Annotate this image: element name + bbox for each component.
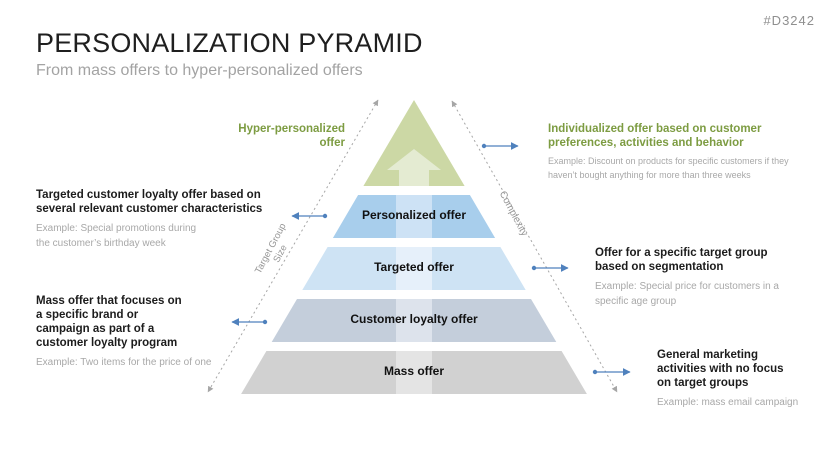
level-label-targeted: Targeted offer: [374, 260, 454, 274]
annotation-left-loyalty: Mass offer that focuses on a specific br…: [36, 294, 266, 370]
pyramid-stripe-loyalty: [396, 299, 432, 342]
product-code-tag: #D3242: [763, 13, 815, 28]
annotation-example: Example: Special price for customers in …: [595, 281, 779, 308]
connector-arrow-right-mass: [592, 368, 631, 376]
pyramid-stripe-targeted: [396, 247, 432, 290]
annotation-right-hyper: Individualized offer based on customer p…: [548, 122, 820, 182]
pyramid-stripe-personalized: [396, 195, 432, 238]
annotation-heading: Mass offer that focuses on a specific br…: [36, 295, 182, 350]
connector-arrow-left-loyalty: [231, 318, 268, 326]
annotation-example: Example: mass email campaign: [657, 397, 799, 409]
connector-arrow-right-targeted: [531, 264, 569, 272]
axis-left-dotted-line: [207, 99, 379, 393]
level-label-hyper: Hyper-personalized offer: [238, 123, 345, 150]
arrow-up-icon: [387, 149, 441, 186]
annotation-heading: Offer for a specific target group based …: [595, 247, 768, 274]
annotation-example: Example: Two items for the price of one: [36, 357, 212, 369]
page-subtitle: From mass offers to hyper-personalized o…: [36, 62, 363, 79]
annotation-heading: Individualized offer based on customer p…: [548, 123, 762, 150]
annotation-right-mass: General marketing activities with no foc…: [657, 348, 827, 410]
annotation-right-targeted: Offer for a specific target group based …: [595, 246, 800, 309]
level-label-mass: Mass offer: [383, 364, 445, 378]
annotation-example: Example: Special promotions during the c…: [36, 223, 197, 250]
annotation-heading: General marketing activities with no foc…: [657, 349, 784, 390]
level-label-personalized: Personalized offer: [361, 208, 467, 222]
annotation-left-personalized: Targeted customer loyalty offer based on…: [36, 188, 288, 251]
pyramid-stripe-mass: [396, 351, 432, 394]
annotation-example: Example: Discount on products for specif…: [548, 156, 789, 180]
annotation-heading: Targeted customer loyalty offer based on…: [36, 189, 263, 216]
pyramid-level-hyper: [363, 100, 465, 186]
connector-arrow-right-hyper: [481, 142, 519, 150]
page-title: PERSONALIZATION PYRAMID: [36, 28, 423, 58]
axis-right-dotted-line: [451, 100, 618, 393]
level-label-loyalty: Customer loyalty offer: [350, 312, 478, 326]
connector-arrow-left-personalized: [291, 212, 328, 220]
